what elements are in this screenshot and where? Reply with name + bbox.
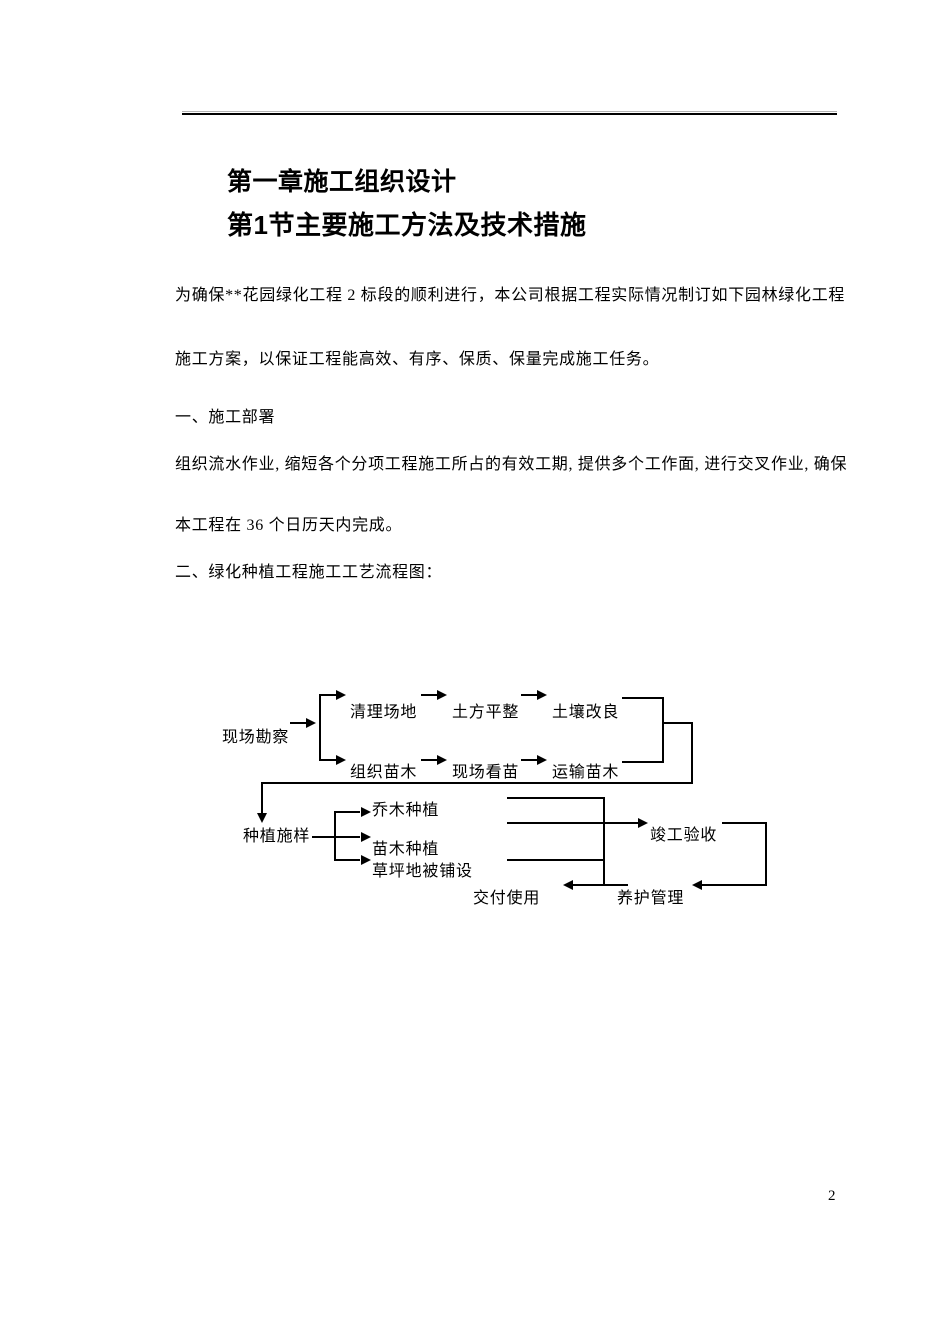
flow-arrowhead-right [537,755,547,765]
flow-node-seedling-planting: 苗木种植 [372,841,440,858]
flow-line-join-vertical [662,697,664,763]
flow-arrowhead-right [306,718,316,728]
flow-line-collector-vertical [603,797,605,861]
flow-line-return [261,782,693,784]
flow-arrowhead-left [692,880,702,890]
body-line-2: 施工方案，以保证工程能高效、有序、保质、保量完成施工任务。 [175,351,660,368]
flow-arrowhead-right [361,855,371,865]
flow-line [312,836,360,838]
header-rule-shadow [182,111,837,112]
header-rule [182,113,837,115]
flow-line-collector-bottom [507,859,605,861]
section-heading: 第1节主要施工方法及技术措施 [227,210,587,240]
body-line-5: 本工程在 36 个日历天内完成。 [175,517,403,534]
flow-node-planting-layout: 种植施样 [243,828,311,845]
flow-line [573,884,628,886]
flow-line [603,861,605,884]
body-line-3: 一、施工部署 [175,409,276,426]
flow-arrowhead-right [437,690,447,700]
flow-node-organize-seedlings: 组织苗木 [350,764,418,781]
flow-line [334,859,360,861]
flow-line [261,782,263,814]
flow-node-inspect-seedlings: 现场看苗 [452,764,520,781]
flow-arrowhead-right [361,832,371,842]
flow-arrowhead-right [336,755,346,765]
flow-node-soil-improvement: 土壤改良 [552,704,620,721]
flow-arrowhead-left [563,880,573,890]
flow-arrowhead-right [537,690,547,700]
flow-line [662,722,693,724]
body-line-4: 组织流水作业, 缩短各个分项工程施工所占的有效工期, 提供多个工作面, 进行交叉… [175,456,848,473]
flow-line [521,694,537,696]
flow-node-maintenance-management: 养护管理 [617,890,685,907]
flow-node-site-survey: 现场勘察 [222,729,290,746]
body-line-1: 为确保**花园绿化工程 2 标段的顺利进行，本公司根据工程实际情况制订如下园林绿… [175,287,846,304]
flow-line-join-top [622,697,664,699]
flow-arrowhead-right [361,807,371,817]
flow-line [521,759,537,761]
flow-node-lawn-groundcover-laying: 草坪地被铺设 [372,863,473,880]
flow-line [691,722,693,784]
flow-line [507,822,638,824]
flow-arrowhead-down [257,813,267,823]
flow-arrowhead-right [638,818,648,828]
page-number: 2 [828,1188,836,1204]
chapter-heading: 第一章施工组织设计 [227,168,457,196]
flow-node-clear-site: 清理场地 [350,704,418,721]
flow-line [321,759,336,761]
flow-node-transport-seedlings: 运输苗木 [552,764,620,781]
flow-arrowhead-right [437,755,447,765]
flow-line [290,722,306,724]
flow-line-collector-top [507,797,605,799]
flow-line [421,694,437,696]
flow-line [702,884,767,886]
flow-arrowhead-right [336,690,346,700]
flow-line [321,694,336,696]
flow-node-delivery-for-use: 交付使用 [473,890,541,907]
body-line-6: 二、绿化种植工程施工工艺流程图： [175,564,443,581]
flow-line-split-bracket [319,694,321,761]
flow-line [765,822,767,886]
flow-node-completion-acceptance: 竣工验收 [650,827,718,844]
flow-node-tree-planting: 乔木种植 [372,802,440,819]
flow-line-join-bottom [622,761,664,763]
flow-line [722,822,767,824]
flow-line-branch-bracket [334,811,336,861]
flow-node-earthwork-leveling: 土方平整 [452,704,520,721]
flow-line [334,811,360,813]
flow-line [421,759,437,761]
